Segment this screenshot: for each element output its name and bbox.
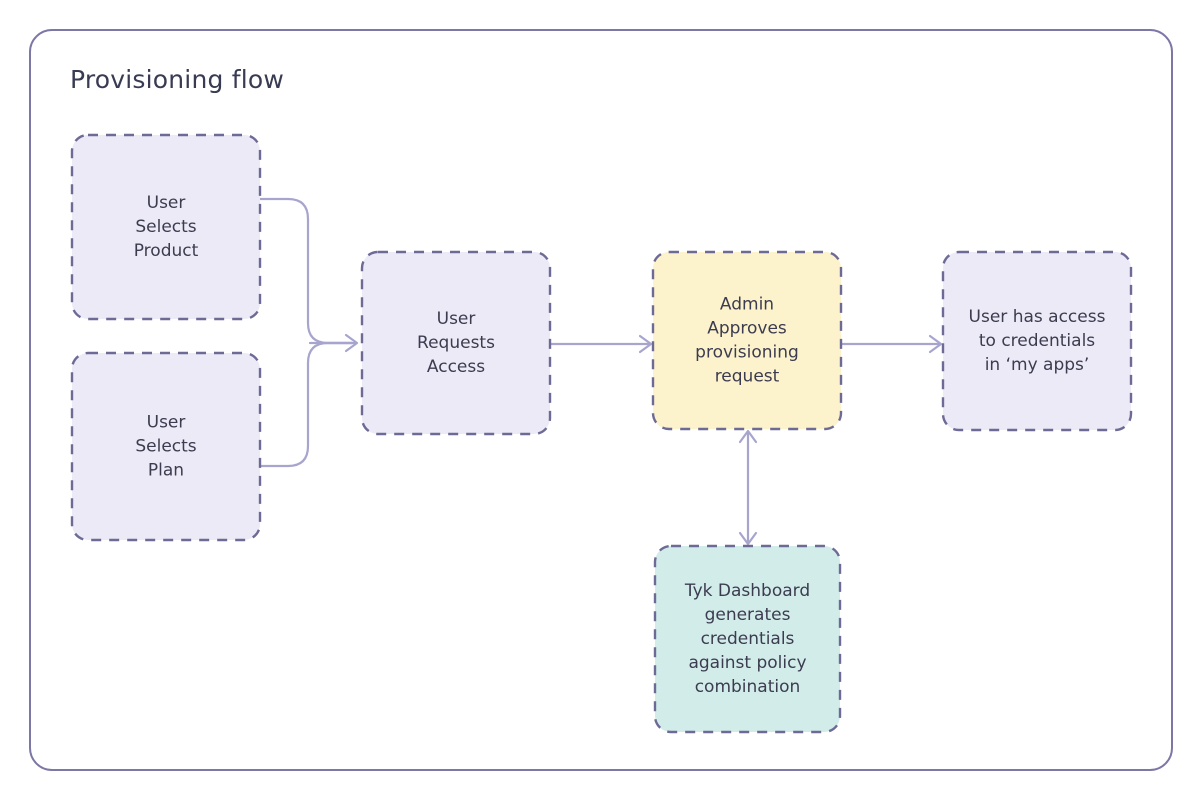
node-user-requests-access-label-line: Access bbox=[427, 357, 485, 377]
connector-product-to-junction bbox=[258, 197, 354, 345]
node-admin-approves-provisioning-request-label-line: Approves bbox=[707, 319, 787, 339]
connector-admin-approves-to-user-has-access bbox=[839, 334, 943, 354]
node-user-selects-plan-label-line: Plan bbox=[148, 461, 184, 481]
node-user-requests-access-label-line: User bbox=[437, 309, 476, 329]
connector-admin-approves-tyk-dashboard-bidirectional-arrowhead-1 bbox=[738, 429, 758, 444]
node-tyk-dashboard-generates-credentials-label: Tyk Dashboard generates credentials against… bbox=[684, 581, 810, 697]
node-admin-approves-provisioning-request-label-line: request bbox=[715, 367, 780, 387]
node-user-has-access-to-credentials-label-line: to credentials bbox=[979, 331, 1095, 351]
node-tyk-dashboard-generates-credentials-label-line: generates bbox=[705, 605, 791, 625]
diagram-frame bbox=[29, 29, 1173, 771]
connector-admin-approves-tyk-dashboard-bidirectional bbox=[738, 429, 758, 546]
connector-junction-arrowhead bbox=[308, 333, 359, 353]
node-user-has-access-to-credentials-label-line: User has access bbox=[969, 307, 1106, 327]
connector-plan-to-junction bbox=[258, 341, 354, 468]
node-user-has-access-to-credentials-shape[interactable] bbox=[941, 250, 1133, 432]
node-tyk-dashboard-generates-credentials-shape[interactable] bbox=[653, 544, 842, 734]
node-user-selects-product-shape[interactable] bbox=[70, 133, 262, 321]
connector-user-requests-access-to-admin-approves-arrowhead-1 bbox=[638, 334, 653, 354]
node-user-selects-product-label-line: User bbox=[147, 193, 186, 213]
node-tyk-dashboard-generates-credentials-label-line: credentials bbox=[701, 629, 795, 649]
node-user-selects-plan-label-line: User bbox=[147, 413, 186, 433]
connector-user-requests-access-to-admin-approves bbox=[548, 334, 653, 354]
connector-plan-to-junction-line bbox=[258, 341, 354, 468]
node-admin-approves-provisioning-request-label-line: provisioning bbox=[695, 343, 799, 363]
node-admin-approves-provisioning-request-shape[interactable] bbox=[651, 250, 843, 431]
node-tyk-dashboard-generates-credentials-label-line: combination bbox=[695, 677, 801, 697]
node-user-has-access-to-credentials-label: User has access to credentials in ‘my apps… bbox=[969, 307, 1106, 375]
node-user-has-access-to-credentials-label-line: in ‘my apps’ bbox=[985, 355, 1090, 375]
node-tyk-dashboard-generates-credentials-label-line: against policy bbox=[688, 653, 806, 673]
node-tyk-dashboard-generates-credentials-label-line: Tyk Dashboard bbox=[684, 581, 810, 601]
node-user-has-access-to-credentials[interactable]: User has access to credentials in ‘my apps… bbox=[941, 250, 1133, 432]
node-user-selects-plan-label-line: Selects bbox=[135, 437, 196, 457]
node-tyk-dashboard-generates-credentials[interactable]: Tyk Dashboard generates credentials against… bbox=[653, 544, 842, 734]
node-user-requests-access-shape[interactable] bbox=[360, 250, 552, 436]
connector-junction-arrowhead-arrowhead-1 bbox=[344, 333, 359, 353]
node-user-selects-product-label-line: Product bbox=[134, 241, 199, 261]
connector-product-to-junction-line bbox=[258, 197, 354, 345]
connector-admin-approves-to-user-has-access-arrowhead-1 bbox=[928, 334, 943, 354]
node-user-requests-access-label-line: Requests bbox=[417, 333, 495, 353]
node-user-selects-product-label-line: Selects bbox=[135, 217, 196, 237]
node-user-selects-plan-shape[interactable] bbox=[70, 351, 262, 542]
connector-admin-approves-tyk-dashboard-bidirectional-arrowhead-2 bbox=[738, 531, 758, 546]
page-title: Provisioning flow bbox=[70, 65, 284, 94]
connectors-layer bbox=[258, 197, 943, 546]
node-admin-approves-provisioning-request-label-line: Admin bbox=[720, 295, 774, 315]
